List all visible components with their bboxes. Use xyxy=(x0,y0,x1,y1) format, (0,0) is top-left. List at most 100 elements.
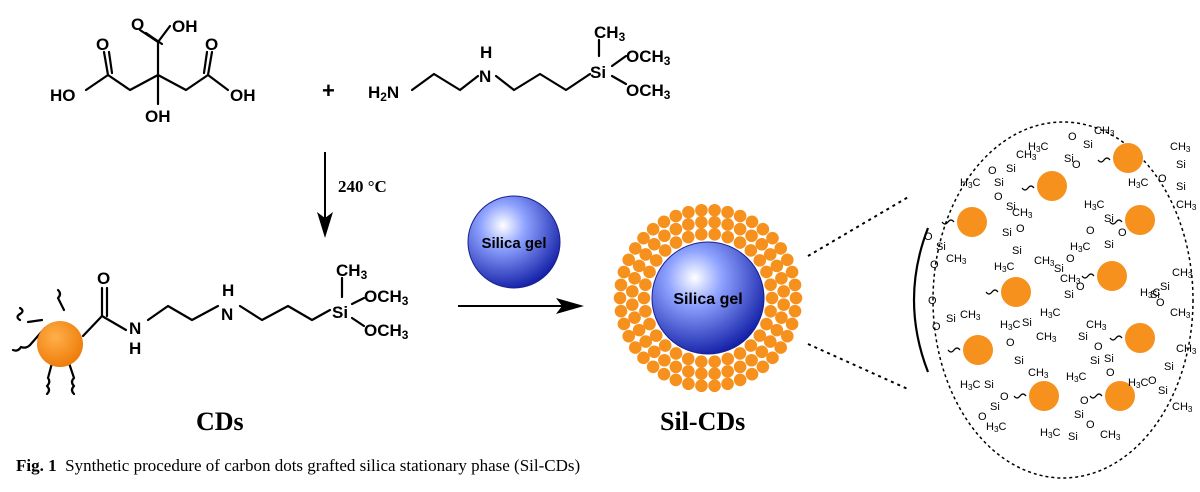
carbon-dot xyxy=(647,345,661,359)
siloxane-si-label: Si xyxy=(1078,331,1088,343)
siloxane-si-label: Si xyxy=(984,379,994,391)
carbon-dot xyxy=(625,298,639,311)
zoom-line-bottom xyxy=(807,343,911,391)
carbon-dot xyxy=(637,231,650,245)
siloxane-si-label: Si xyxy=(1104,239,1114,251)
siloxane-si-label: Si xyxy=(1176,159,1186,171)
siloxane-ch3-label: CH3 xyxy=(1012,207,1033,220)
citric-left-o: O xyxy=(96,35,109,54)
carbon-dot xyxy=(1105,381,1135,411)
carbon-dot xyxy=(756,222,770,236)
carbon-dot xyxy=(756,360,770,374)
product-ome-2: OCH3 xyxy=(364,321,409,342)
linker-wave xyxy=(1097,157,1111,163)
carbon-dot xyxy=(763,335,777,348)
siloxane-si-label: Si xyxy=(1054,263,1064,275)
carbon-dot xyxy=(753,254,767,267)
carbon-dot xyxy=(745,229,758,243)
carbon-dot xyxy=(658,339,672,352)
siloxane-o-label: O xyxy=(1006,337,1015,349)
carbon-dot xyxy=(628,311,641,324)
carbon-dot xyxy=(649,254,663,267)
silica-gel-label: Silica gel xyxy=(481,235,546,252)
cds-label: CDs xyxy=(196,407,244,436)
citric-top-oh: OH xyxy=(172,17,198,36)
carbon-dot xyxy=(721,230,735,244)
carbon-dot xyxy=(617,265,631,279)
silane-si: Si xyxy=(590,63,606,82)
silane-nh-n: N xyxy=(479,67,491,86)
siloxane-h3c-label: H3C xyxy=(1070,241,1091,254)
siloxane-o-label: O xyxy=(928,295,937,307)
zoom-line-top xyxy=(807,195,911,257)
product-methyl: CH3 xyxy=(336,261,368,282)
citric-left-ho: HO xyxy=(50,86,76,105)
siloxane-o-label: O xyxy=(1158,173,1167,185)
carbon-dot xyxy=(639,248,653,261)
siloxane-si-label: Si xyxy=(994,177,1004,189)
siloxane-h3c-label: H3C xyxy=(1140,287,1161,300)
siloxane-o-label: O xyxy=(1000,391,1009,403)
carbon-dot xyxy=(681,352,695,366)
carbon-dot xyxy=(613,291,627,305)
carbon-dot xyxy=(649,329,663,342)
carbon-dot xyxy=(733,236,747,249)
carbon-dot xyxy=(1113,143,1143,173)
siloxane-o-label: O xyxy=(924,231,933,243)
carbon-dot xyxy=(695,367,708,381)
siloxane-o-label: O xyxy=(1016,223,1025,235)
siloxane-si-label: Si xyxy=(1090,355,1100,367)
carbon-dot xyxy=(766,231,779,245)
siloxane-ch3-label: CH3 xyxy=(1086,319,1107,332)
carbon-dot xyxy=(695,379,708,393)
carbon-dot xyxy=(669,347,683,360)
zoom-outline xyxy=(932,121,1194,479)
silica-core-label: Silica gel xyxy=(673,291,742,308)
siloxane-ch3-label: CH3 xyxy=(1176,199,1197,212)
siloxane-ch3-label: CH3 xyxy=(1100,429,1121,442)
carbon-dot xyxy=(764,305,777,318)
carbon-dot xyxy=(639,305,652,318)
carbon-dot xyxy=(780,329,794,343)
siloxane-si-label: Si xyxy=(1083,139,1093,151)
carbon-dot xyxy=(785,265,799,279)
carbon-dot xyxy=(1029,381,1059,411)
siloxane-h3c-label: H3C xyxy=(994,261,1015,274)
carbon-dot xyxy=(765,291,779,305)
carbon-dot xyxy=(774,242,788,255)
siloxane-o-label: O xyxy=(932,321,941,333)
siloxane-o-label: O xyxy=(1072,159,1081,171)
carbon-dot xyxy=(721,365,734,378)
carbon-dot xyxy=(669,236,683,249)
siloxane-si-label: Si xyxy=(1104,353,1114,365)
carbon-dot xyxy=(622,329,636,343)
silane-h2n: H2N xyxy=(368,83,399,104)
siloxane-o-label: O xyxy=(988,165,997,177)
siloxane-si-label: Si xyxy=(1104,213,1114,225)
siloxane-si-label: Si xyxy=(1012,245,1022,257)
carbon-dot xyxy=(646,222,660,236)
cd-product-structure: O N H H N Si CH3 OCH3 OCH3 CDs xyxy=(11,261,409,436)
siloxane-ch3-label: CH3 xyxy=(1028,367,1049,380)
carbon-dot xyxy=(637,291,651,305)
carbon-dot xyxy=(646,360,660,374)
product-amine-h: H xyxy=(222,281,234,300)
carbon-dot xyxy=(643,317,656,331)
carbon-dot xyxy=(708,228,721,241)
carbon-dot xyxy=(708,355,721,368)
siloxane-ch3-label: CH3 xyxy=(1060,273,1081,286)
carbon-dot xyxy=(755,237,769,251)
carbon-dot xyxy=(753,329,767,342)
siloxane-si-label: Si xyxy=(1176,181,1186,193)
carbon-dot xyxy=(1125,323,1155,353)
siloxane-ch3-label: CH3 xyxy=(1170,307,1191,320)
silica-surface-curve xyxy=(912,227,930,373)
carbon-dot xyxy=(760,265,773,279)
carbon-dot xyxy=(625,285,639,298)
siloxane-ch3-label: CH3 xyxy=(1036,331,1057,344)
carbon-dot xyxy=(775,311,788,324)
carbon-dot xyxy=(721,205,734,219)
carbon-dot xyxy=(770,323,784,337)
siloxane-h3c-label: H3C xyxy=(1084,199,1105,212)
carbon-dot xyxy=(632,323,646,337)
